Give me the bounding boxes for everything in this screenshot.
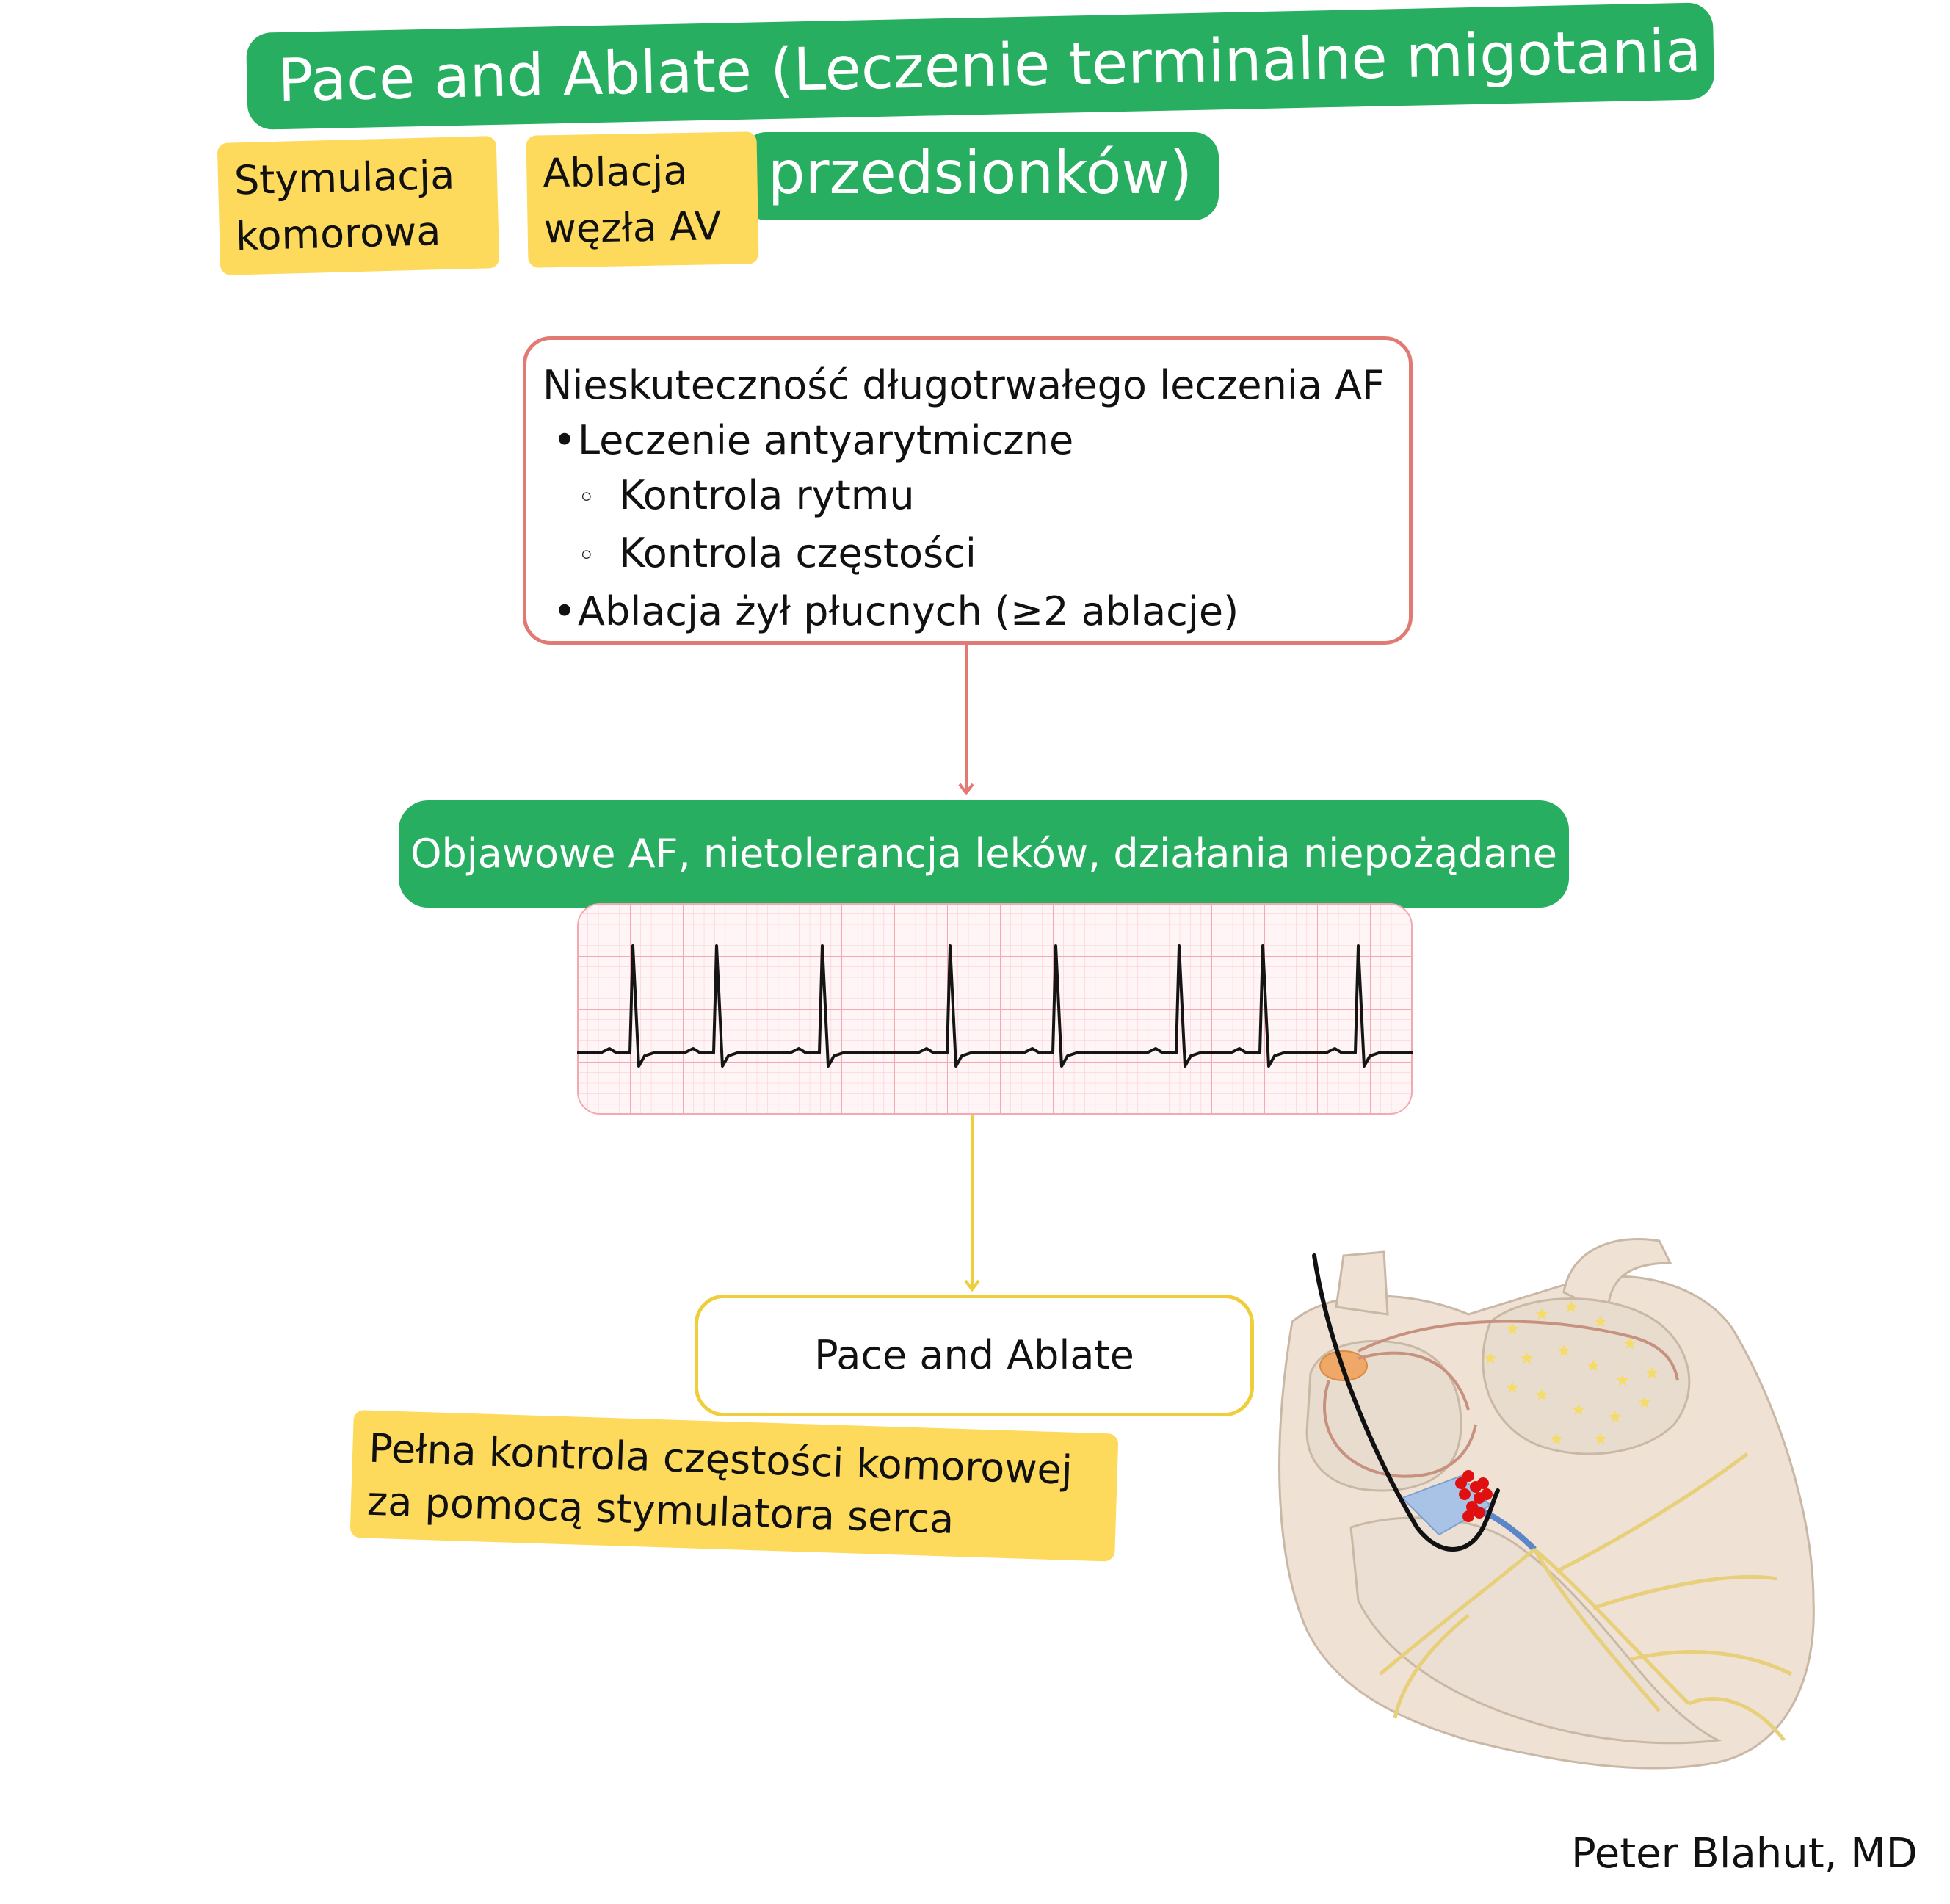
title-line-2: przedsionków) <box>742 132 1219 220</box>
purkinje-fibre <box>1555 1452 1749 1574</box>
ablation-dot <box>1474 1507 1485 1519</box>
heart-illustration <box>1278 1238 1815 1770</box>
ablation-dot <box>1477 1477 1489 1489</box>
fibrillation-star <box>1506 1322 1519 1335</box>
ablation-dot <box>1462 1510 1474 1522</box>
list-item: ◦ Kontrola częstości <box>543 526 1393 584</box>
author-credit: Peter Blahut, MD <box>1571 1830 1918 1878</box>
fibrillation-foci <box>1484 1300 1659 1445</box>
fibrillation-star <box>1557 1344 1570 1357</box>
bachmann-bundle <box>1358 1320 1679 1381</box>
fibrillation-star <box>1535 1308 1548 1320</box>
fibrillation-star <box>1550 1433 1563 1445</box>
purkinje-fibre <box>1688 1697 1786 1742</box>
purkinje-fibre <box>1592 1574 1777 1610</box>
purkinje-fibre <box>1379 1548 1536 1676</box>
list-item: •Leczenie antyarytmiczne <box>543 413 1393 468</box>
list-item: •Ablacja żył płucnych (≥2 ablacje) <box>543 584 1393 639</box>
list-item-text: Ablacja żył płucnych (≥2 ablacje) <box>578 587 1239 634</box>
list-item-text: Kontrola rytmu <box>619 472 915 518</box>
tag-full-rate-control: Pełna kontrola częstości komorowej za po… <box>349 1410 1119 1562</box>
fibrillation-star <box>1506 1381 1519 1394</box>
bullet-marker: • <box>553 587 576 634</box>
tag-ventricular-pacing: Stymulacja komorowa <box>217 136 500 275</box>
list-item-text: Leczenie antyarytmiczne <box>578 417 1074 463</box>
aorta <box>1562 1238 1672 1317</box>
flow-arrow-red <box>958 645 974 796</box>
fibrillation-star <box>1594 1315 1607 1328</box>
fibrillation-star <box>1645 1367 1659 1379</box>
fibrillation-star <box>1572 1403 1585 1416</box>
ablation-dot <box>1459 1488 1471 1500</box>
title-line-1: Pace and Ablate (Leczenie terminalne mig… <box>246 2 1715 130</box>
sub-bullet-marker: ◦ <box>578 480 595 515</box>
fibrillation-star <box>1609 1411 1622 1423</box>
fibrillation-star <box>1484 1352 1497 1364</box>
flow-arrow-yellow <box>964 1115 980 1292</box>
tag-av-node-ablation: Ablacja węzła AV <box>526 131 759 268</box>
list-item-text: Kontrola częstości <box>619 529 976 576</box>
fibrillation-star <box>1638 1396 1651 1408</box>
list-item: ◦ Kontrola rytmu <box>543 468 1393 526</box>
procedure-box: Pace and Ablate <box>695 1295 1254 1416</box>
superior-vena-cava <box>1335 1250 1389 1316</box>
fibrillation-star <box>1535 1389 1548 1401</box>
ventricles <box>1349 1516 1722 1745</box>
internodal-pathway <box>1358 1351 1470 1411</box>
internodal-pathway <box>1323 1380 1477 1478</box>
failure-heading: Nieskuteczność długotrwałego leczenia AF <box>543 362 1385 408</box>
bullet-marker: • <box>553 417 576 463</box>
sub-bullet-marker: ◦ <box>578 538 595 573</box>
fibrillation-star <box>1521 1352 1534 1364</box>
ablation-dot <box>1462 1470 1474 1482</box>
fibrillation-star <box>1594 1433 1607 1445</box>
ecg-strip <box>577 903 1413 1115</box>
fibrillation-star <box>1587 1359 1600 1372</box>
treatment-failure-box: Nieskuteczność długotrwałego leczenia AF… <box>523 336 1413 645</box>
ablation-catheter <box>1312 1253 1500 1552</box>
symptoms-label: Objawowe AF, nietolerancja leków, działa… <box>399 800 1569 908</box>
purkinje-fibre <box>1532 1548 1661 1712</box>
purkinje-fibre <box>1393 1614 1470 1719</box>
purkinje-fibre <box>1629 1650 1793 1676</box>
fibrillation-star <box>1623 1337 1637 1350</box>
ecg-trace <box>577 944 1413 1068</box>
fibrillation-star <box>1565 1300 1578 1313</box>
purkinje-fibre <box>1533 1548 1690 1705</box>
ablation-dot <box>1481 1488 1493 1500</box>
ablation-lesions <box>1455 1470 1493 1522</box>
ablation-dot <box>1455 1477 1467 1489</box>
fibrillation-star <box>1616 1374 1629 1386</box>
